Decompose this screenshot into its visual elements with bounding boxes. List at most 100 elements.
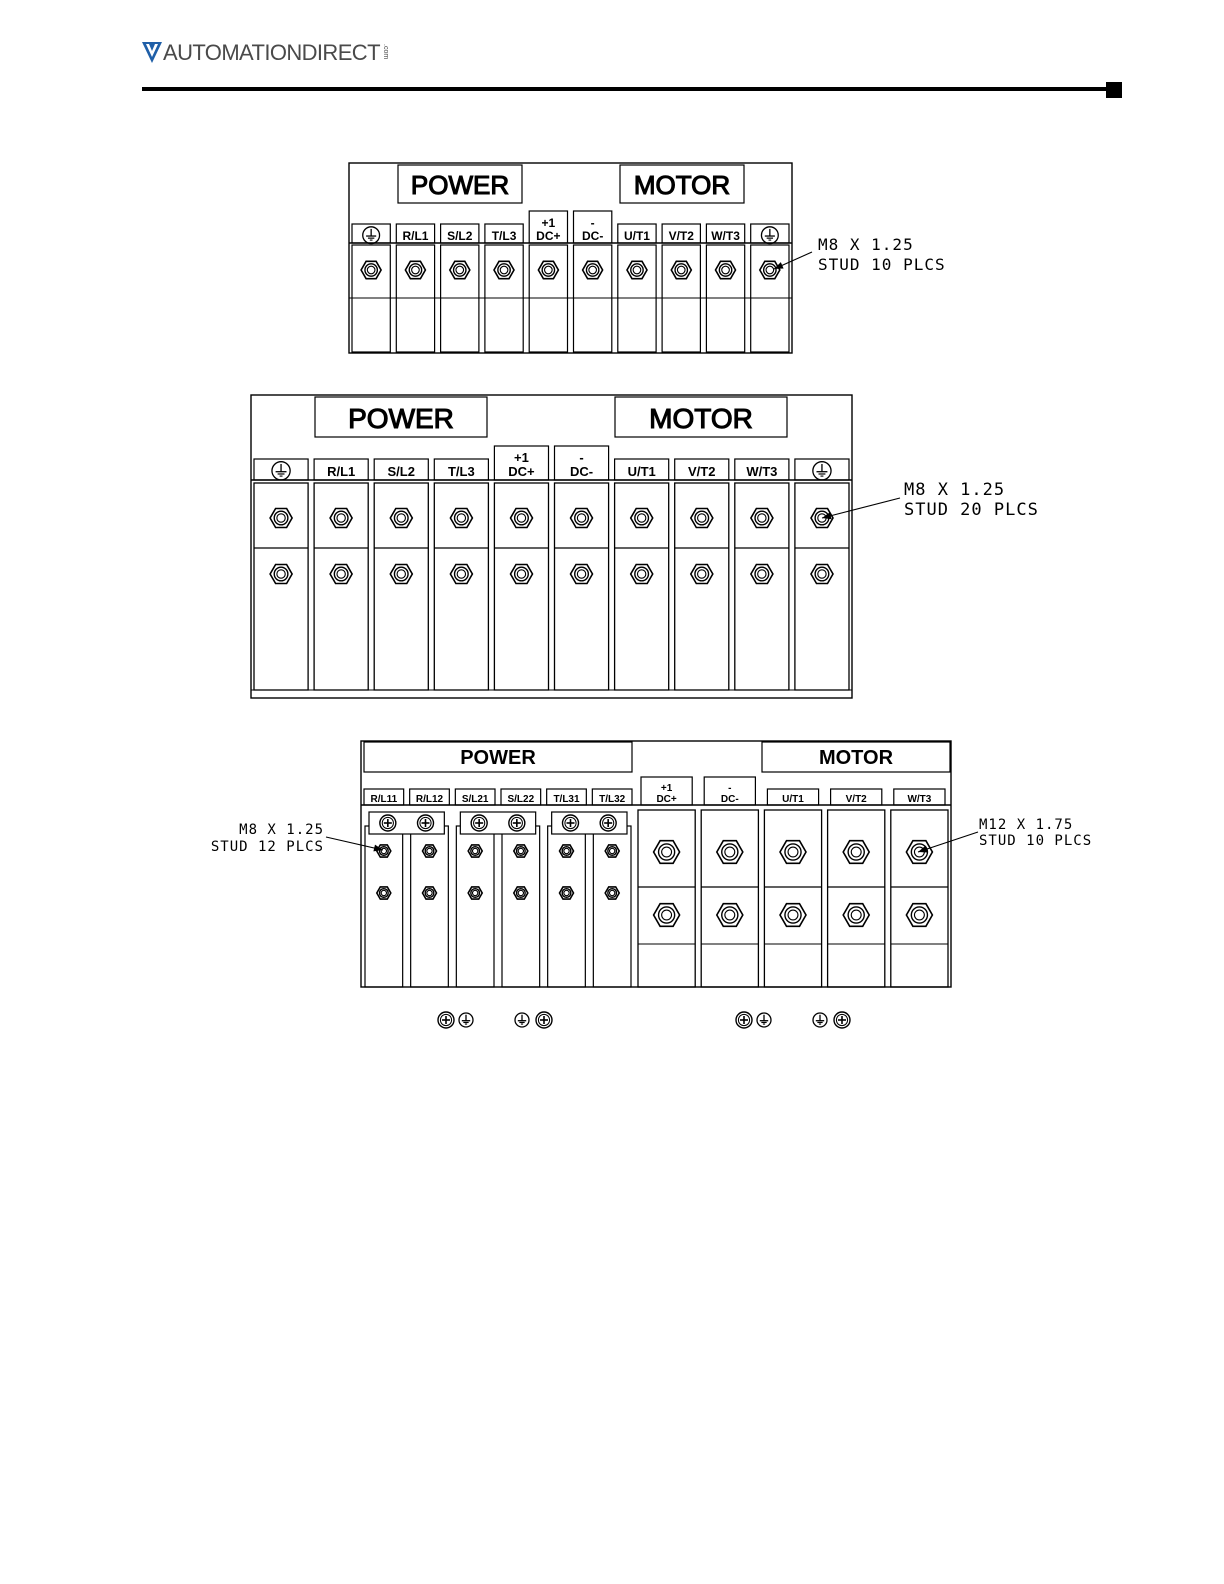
terminal-label: U/T1 [782, 794, 804, 805]
terminal-lug [613, 482, 670, 691]
header-rule [142, 87, 1108, 91]
terminal-label: S/L22 [507, 794, 534, 805]
hex-nut-icon [629, 507, 654, 529]
terminal-label-box [703, 776, 757, 806]
terminal-label-box [395, 223, 436, 244]
hex-nut-icon [604, 844, 621, 858]
terminal-lug [890, 809, 949, 988]
terminal-label-box [454, 788, 496, 806]
terminal-label-bottom: DC- [570, 464, 593, 479]
screw-icon [833, 1011, 851, 1029]
motor-label-box [619, 164, 745, 204]
hex-nut-icon [670, 260, 693, 280]
brand-logo: AUTOMATIONDIRECT .com [142, 40, 389, 66]
hex-nut-icon [652, 902, 681, 928]
hex-nut-icon [269, 507, 294, 529]
stud-callout-line1: M8 X 1.25 [904, 480, 1005, 500]
stud-callout-line2: STUD 20 PLCS [904, 500, 1039, 520]
terminal-label-box [528, 210, 569, 244]
terminal-lug [734, 482, 790, 691]
hex-nut-icon [715, 902, 744, 928]
terminal-label-box [613, 458, 670, 481]
screw-icon [535, 1011, 553, 1029]
hex-nut-icon [689, 507, 714, 529]
hex-nut-icon [512, 844, 529, 858]
hex-nut-icon [329, 507, 354, 529]
terminal-label-box [829, 788, 883, 806]
terminal-lug [705, 244, 746, 353]
hex-nut-icon [375, 886, 392, 900]
callout-leader [325, 836, 384, 852]
motor-label-box [614, 396, 788, 438]
terminal-block-outline [250, 394, 853, 699]
power-label-box [314, 396, 488, 438]
terminal-label: R/L1 [327, 464, 355, 479]
terminal-label-bottom: DC+ [508, 464, 535, 479]
hex-nut-icon [329, 563, 354, 585]
power-label-box [363, 741, 633, 773]
header-rule-marker [1106, 82, 1122, 98]
terminal-lug [455, 825, 495, 988]
terminal-label-box [484, 223, 524, 244]
terminal-label-box [373, 458, 429, 481]
terminal-lug [395, 244, 436, 353]
terminal-label-box [500, 788, 542, 806]
terminal-label: R/L12 [416, 794, 444, 805]
terminal-label: V/T2 [669, 229, 695, 243]
stud-callout-left-line1: M8 X 1.25 [239, 822, 324, 838]
stud-callout-left-line2: STUD 12 PLCS [211, 839, 324, 855]
hex-nut-icon [449, 563, 474, 585]
terminal-lug [364, 825, 404, 988]
hex-nut-icon [629, 563, 654, 585]
terminal-lug [313, 482, 369, 691]
terminal-label: S/L21 [462, 794, 489, 805]
terminal-label-top: - [579, 450, 583, 465]
terminal-label-box [591, 788, 633, 806]
hex-nut-icon [779, 839, 807, 865]
terminal-lug [410, 825, 449, 988]
terminal-lug [253, 482, 309, 691]
stud-callout-right-line1: M12 X 1.75 [979, 817, 1073, 833]
hex-nut-icon [404, 260, 427, 280]
hex-nut-icon [905, 839, 934, 865]
terminal-lug [528, 244, 569, 353]
hex-nut-icon [905, 902, 934, 928]
screw-icon [735, 1011, 753, 1029]
terminal-label-box [433, 458, 489, 481]
terminal-label-box [705, 223, 746, 244]
terminal-label: T/L31 [553, 794, 580, 805]
hex-nut-icon [269, 563, 294, 585]
terminal-label: W/T3 [711, 229, 740, 243]
hex-nut-icon [360, 260, 383, 280]
terminal-lug [826, 809, 886, 988]
terminal-label: V/T2 [688, 464, 715, 479]
hex-nut-icon [581, 260, 604, 280]
hex-nut-icon [558, 844, 575, 858]
screw-icon [379, 814, 397, 832]
motor-label-box [761, 741, 951, 773]
terminal-label-box [766, 788, 820, 806]
terminal-label: S/L2 [447, 229, 473, 243]
terminal-label-bottom: DC- [721, 794, 739, 805]
motor-label: MOTOR [819, 747, 894, 769]
terminal-label: U/T1 [628, 464, 656, 479]
hex-nut-icon [714, 260, 737, 280]
terminal-block-outline [348, 162, 793, 354]
hex-nut-icon [512, 886, 529, 900]
hex-nut-icon [389, 507, 414, 529]
terminal-lug [373, 482, 429, 691]
terminal-label-top: - [591, 216, 595, 230]
hex-nut-icon [842, 839, 871, 865]
terminal-lug [700, 809, 760, 988]
terminal-label-bottom: DC+ [536, 229, 560, 243]
terminal-label-box [661, 223, 701, 244]
hex-nut-icon [604, 886, 621, 900]
terminal-label: R/L1 [402, 229, 428, 243]
hex-nut-icon [421, 844, 438, 858]
hex-nut-icon [509, 507, 534, 529]
terminal-label-box [617, 223, 657, 244]
terminal-label-box [674, 458, 730, 481]
hex-nut-icon [467, 844, 484, 858]
